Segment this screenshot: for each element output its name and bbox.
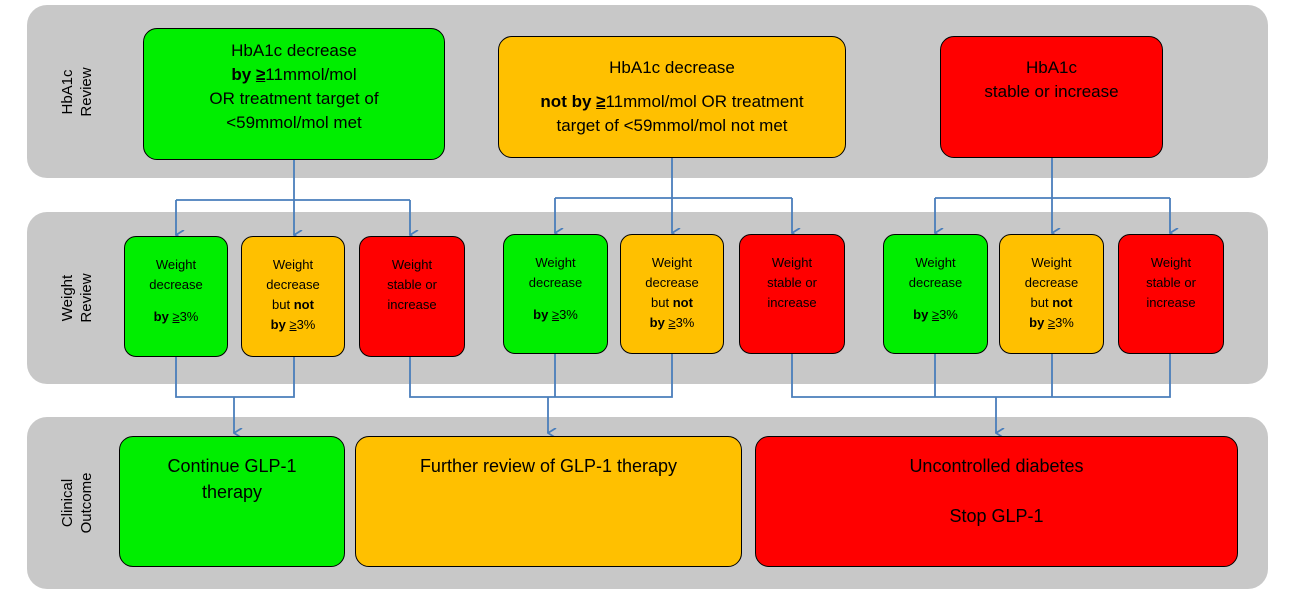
- weight-decrease-not-met-box-2: Weight decrease but not by ≥3%: [620, 234, 724, 354]
- weight-decrease-not-met-box-3: Weight decrease but not by ≥3%: [999, 234, 1104, 354]
- weight-stable-increase-box-1: Weight stable or increase: [359, 236, 465, 357]
- hba1c-decrease-not-met-box: HbA1c decrease not by ≥11mmol/mol OR tre…: [498, 36, 846, 158]
- weight-stable-increase-box-2: Weight stable or increase: [739, 234, 845, 354]
- connector-stop-merge: [791, 354, 1171, 398]
- continue-glp1-box: Continue GLP-1 therapy: [119, 436, 345, 567]
- weight-decrease-not-met-box-1: Weight decrease but not by ≥3%: [241, 236, 345, 357]
- weight-decrease-box-1: Weight decrease by ≥3%: [124, 236, 228, 357]
- connector-review-merge: [409, 354, 673, 398]
- weight-stable-increase-box-3: Weight stable or increase: [1118, 234, 1224, 354]
- hba1c-decrease-met-box: HbA1c decrease by ≥11mmol/mol OR treatme…: [143, 28, 445, 160]
- stop-glp1-box: Uncontrolled diabetes Stop GLP-1: [755, 436, 1238, 567]
- hba1c-stable-increase-box: HbA1c stable or increase: [940, 36, 1163, 158]
- connector-continue-merge: [175, 356, 295, 398]
- weight-decrease-box-3: Weight decrease by ≥3%: [883, 234, 988, 354]
- further-review-box: Further review of GLP-1 therapy: [355, 436, 742, 567]
- weight-decrease-box-2: Weight decrease by ≥3%: [503, 234, 608, 354]
